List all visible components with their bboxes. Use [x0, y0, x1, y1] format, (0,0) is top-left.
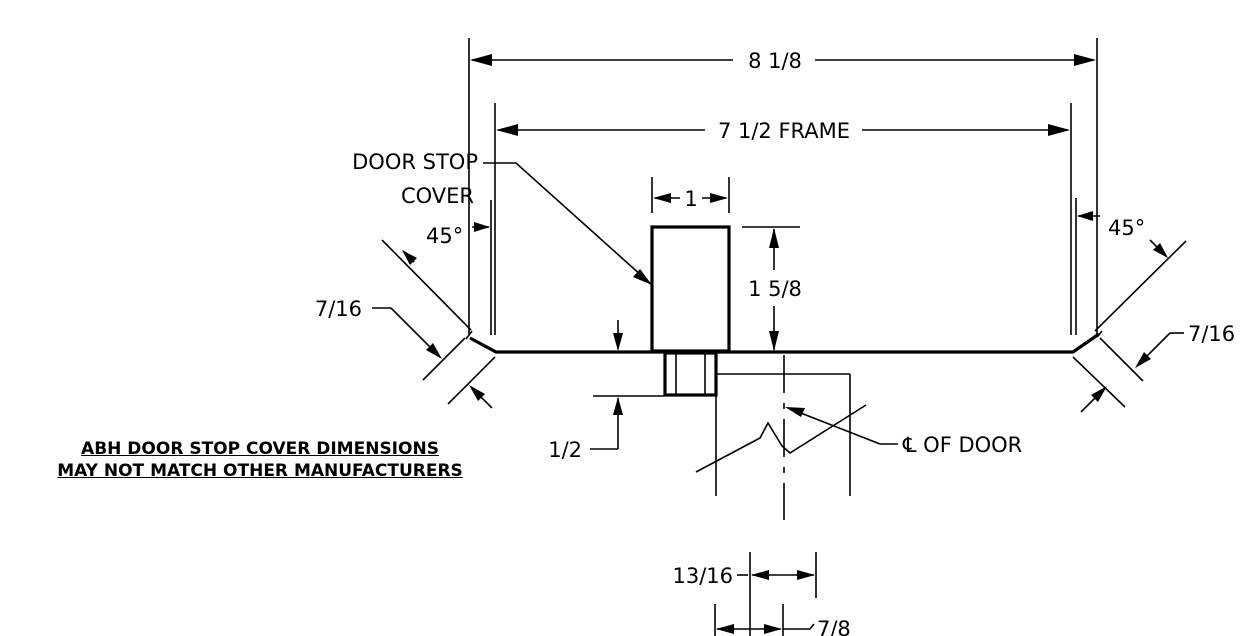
stop-height-dimension: 1 5/8 [742, 226, 802, 351]
cover-base-outline [469, 332, 1100, 354]
door-stop-leader [483, 162, 653, 286]
angle-extension-line [1094, 240, 1187, 332]
right-angle-dimension: 45° [1075, 198, 1187, 335]
left-angle-dimension: 45° [381, 200, 492, 335]
door-section [695, 355, 867, 520]
left-return-label: 7/16 [315, 297, 362, 321]
break-line [695, 404, 867, 473]
right-return-label: 7/16 [1188, 322, 1235, 346]
stop-width-label: 1 [684, 187, 697, 211]
left-angle-label: 45° [426, 224, 463, 248]
centerline-label: ℄ OF DOOR [902, 433, 1022, 457]
arrowhead [496, 124, 518, 136]
arrowhead [653, 193, 671, 203]
extension-line [1072, 356, 1126, 408]
arrowhead [769, 228, 779, 248]
arrowhead [1074, 54, 1096, 66]
stop-width-dimension: 1 [651, 177, 730, 213]
overall-width-dimension: 8 1/8 [468, 38, 1098, 335]
extension-line [1099, 337, 1144, 382]
frame-width-label: 7 1/2 FRAME [718, 119, 850, 143]
arrowhead [426, 343, 442, 359]
door-stop-label-line2: COVER [401, 184, 474, 208]
note-line-1: ABH DOOR STOP COVER DIMENSIONS [81, 439, 439, 459]
centerline-leader [787, 407, 881, 445]
right-return-dimension: 7/16 [1072, 322, 1235, 413]
arrowhead [1135, 352, 1151, 368]
left-return-dimension: 7/16 [315, 297, 496, 409]
arrowhead [470, 54, 492, 66]
door-stop-tab [663, 351, 718, 397]
extension-line [447, 356, 496, 405]
centerline-callout: ℄ OF DOOR [785, 407, 1022, 457]
arrowhead [613, 333, 623, 351]
left-return-end [465, 330, 473, 340]
arrowhead [710, 193, 728, 203]
arrowhead [764, 624, 782, 634]
arrowhead [474, 222, 490, 232]
right-angle-label: 45° [1108, 216, 1145, 240]
arrowhead [1153, 243, 1168, 258]
arrowhead [797, 570, 815, 580]
base-offset-label: 1/2 [548, 438, 582, 462]
dimension-7-8-label: 7/8 [817, 617, 851, 636]
manufacturer-note: ABH DOOR STOP COVER DIMENSIONS MAY NOT M… [30, 438, 490, 482]
door-stop-callout: DOOR STOP COVER [352, 150, 653, 286]
dimension-13-16: 13/16 [672, 552, 817, 636]
arrowhead [402, 250, 417, 265]
arrowhead [613, 397, 623, 415]
leader-line [809, 623, 815, 630]
arrowhead [1091, 386, 1107, 402]
overall-width-label: 8 1/8 [748, 49, 802, 73]
arrowhead [1077, 211, 1093, 221]
arrowhead [1048, 124, 1070, 136]
arrowhead [469, 385, 485, 401]
note-line-2: MAY NOT MATCH OTHER MANUFACTURERS [57, 461, 463, 481]
stop-height-label: 1 5/8 [748, 277, 802, 301]
angle-extension-line [381, 239, 472, 331]
dimension-7-8: 7/8 [714, 604, 851, 636]
right-return-end [1096, 330, 1103, 338]
arrowhead [769, 331, 779, 351]
arrowhead [633, 269, 652, 285]
arrowhead [785, 407, 805, 417]
door-stop-body [650, 225, 731, 353]
dimension-13-16-label: 13/16 [672, 564, 733, 588]
frame-width-dimension: 7 1/2 FRAME [494, 103, 1072, 335]
arrowhead [716, 624, 734, 634]
extension-line [422, 337, 466, 381]
door-stop-label-line1: DOOR STOP [352, 150, 478, 174]
base-offset-dimension: 1/2 [548, 320, 664, 462]
arrowhead [751, 570, 769, 580]
